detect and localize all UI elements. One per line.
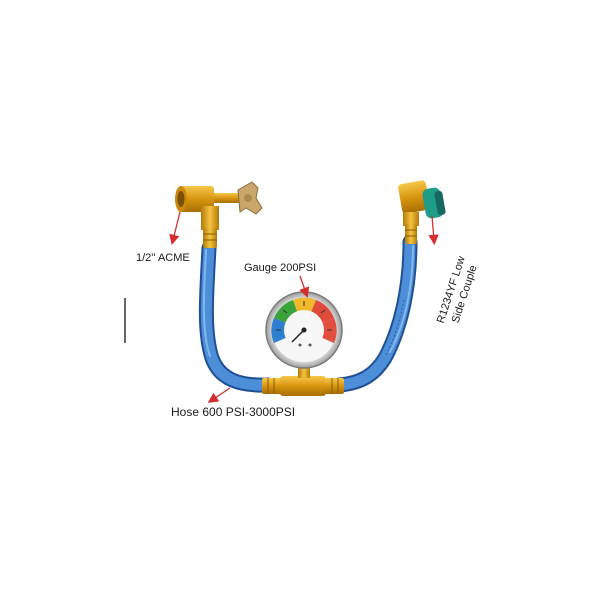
gauge-arrow (299, 275, 310, 298)
pressure-gauge (265, 291, 343, 369)
hose-left (200, 242, 274, 391)
coupler-arrow (428, 215, 439, 246)
hose-arrow (207, 387, 231, 403)
hose-label: Hose 600 PSI-3000PSI (171, 405, 296, 419)
acme-label: 1/2'' ACME (136, 252, 190, 264)
gauge-label: Gauge 200PSI (244, 262, 317, 274)
hose-right (334, 236, 416, 391)
r1234yf-coupler (398, 180, 446, 244)
acme-fitting (175, 181, 263, 248)
acme-arrow (169, 211, 181, 246)
